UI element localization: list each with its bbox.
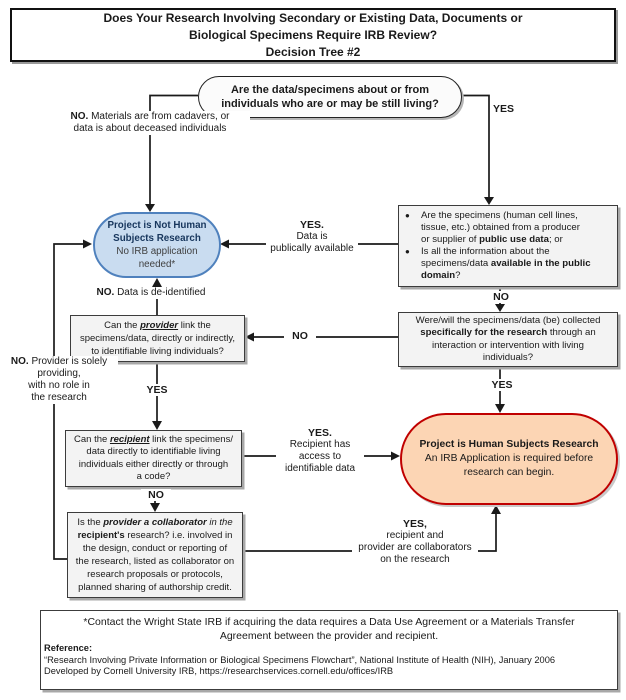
- recipient-link-question-box: Can the recipient link the specimens/ da…: [65, 430, 242, 487]
- bullet2-line2: specimens/data available in the public: [421, 258, 591, 269]
- label-no-cadavers: NO. Materials are from cadavers, or data…: [50, 111, 250, 135]
- provider-box-line2: specimens/data, directly or indirectly,: [79, 333, 236, 344]
- not-human-subjects-oval: Project is Not Human Subjects Research N…: [93, 212, 221, 278]
- connector-start-no-left: [149, 94, 198, 205]
- label-yes-collected: YES: [486, 379, 518, 391]
- human-subjects-oval: Project is Human Subjects Research An IR…: [400, 413, 618, 505]
- footer-note-box: *Contact the Wright State IRB if acquiri…: [40, 610, 618, 690]
- label-no-deidentified: NO. Data is de-identified: [76, 287, 226, 299]
- label-no-recipient: NO: [141, 489, 171, 501]
- arrowhead-into-hsr-top: [495, 404, 505, 413]
- arrowhead-into-nothsr-right: [220, 239, 229, 249]
- hsr-sub-line1: An IRB Application is required before: [424, 453, 594, 464]
- collab-box-line2: recipient's research? i.e. involved in: [77, 530, 233, 541]
- collected-box-line4: individuals?: [482, 352, 534, 363]
- bullet2-line1: Is all the information about the: [421, 246, 550, 257]
- provider-box-line3: to identifiable living individuals?: [91, 346, 224, 357]
- arrowhead-into-hsr-bottom: [491, 505, 501, 514]
- collab-box-line1: Is the provider a collaborator in the: [77, 517, 233, 528]
- collab-box-line6: planned sharing of authorship credit.: [78, 582, 232, 593]
- label-yes-top: YES: [493, 103, 523, 115]
- bullet-item-2: ● Is all the information about the speci…: [403, 246, 591, 282]
- connector-start-yes-right: [462, 94, 490, 198]
- title-line-2: Biological Specimens Require IRB Review?: [188, 27, 438, 42]
- connector-collab-yes-up: [243, 514, 497, 552]
- bullet-icon: ●: [405, 211, 410, 220]
- bullet1-line1: Are the specimens (human cell lines,: [421, 210, 578, 221]
- arrowhead-into-provider-box: [245, 332, 254, 342]
- arrowhead-into-recipient-box: [152, 421, 162, 430]
- bullet2-line3: domain?: [421, 270, 461, 281]
- collab-box-line4: the research, listed as collaborator on: [75, 556, 235, 567]
- public-use-question-box: ● Are the specimens (human cell lines, t…: [398, 205, 618, 287]
- hsr-title: Project is Human Subjects Research: [419, 439, 599, 450]
- title-line-3: Decision Tree #2: [265, 44, 361, 59]
- provider-box-line1: Can the provider link the: [104, 320, 211, 331]
- arrowhead-into-hsr-left: [391, 451, 400, 461]
- collected-specifically-question-box: Were/will the specimens/data (be) collec…: [398, 312, 618, 367]
- label-no-provider-link: NO: [284, 330, 316, 342]
- reference-line-1: “Research Involving Private Information …: [44, 654, 556, 665]
- not-hsr-title-line2: Subjects Research: [113, 233, 201, 244]
- start-question-line-2: individuals who are or may be still livi…: [221, 98, 439, 110]
- reference-label: Reference:: [44, 643, 93, 653]
- hsr-sub-line2: research can begin.: [463, 467, 555, 478]
- start-question-line-1: Are the data/specimens about or from: [230, 84, 430, 96]
- label-yes-collaborators: YES, recipient and provider are collabor…: [352, 518, 478, 566]
- arrowhead-into-nothsr-top: [145, 204, 155, 212]
- arrowhead-into-collected-box: [495, 304, 505, 312]
- reference-line-2: Developed by Cornell University IRB, htt…: [44, 666, 394, 676]
- not-hsr-title-line1: Project is Not Human: [107, 220, 207, 231]
- arrowhead-into-collab-box: [150, 503, 160, 512]
- collaborator-question-box: Is the provider a collaborator in the re…: [67, 512, 243, 598]
- label-no-provider-solely: NO. Provider is solely providing, with n…: [0, 356, 118, 404]
- bullet1-line2: tissue, etc.) obtained from a producer: [421, 222, 580, 233]
- title-box: Does Your Research Involving Secondary o…: [10, 8, 616, 62]
- recipient-box-line3: individuals either directly or through: [78, 458, 229, 470]
- bullet-icon: ●: [405, 247, 410, 256]
- collected-box-line1: Were/will the specimens/data (be) collec…: [415, 314, 601, 326]
- collab-box-line5: research proposals or protocols,: [87, 569, 223, 580]
- not-hsr-sub-line1: No IRB application: [116, 246, 198, 257]
- title-line-1: Does Your Research Involving Secondary o…: [103, 10, 523, 25]
- arrowhead-into-nothsr-left: [83, 239, 92, 249]
- arrowhead-into-nothsr-bottom: [152, 278, 162, 287]
- collected-box-line3: interaction or intervention with living: [432, 339, 584, 351]
- label-yes-recipient-access: YES. Recipient has access to identifiabl…: [276, 427, 364, 475]
- collected-box-line2: specifically for the research through an: [420, 327, 596, 338]
- bullet-item-1: ● Are the specimens (human cell lines, t…: [403, 210, 580, 246]
- label-yes-publicly-available: YES. Data is publically available: [266, 219, 358, 255]
- recipient-box-line1: Can the recipient link the specimens/: [74, 433, 233, 445]
- label-yes-provider: YES: [140, 384, 174, 396]
- contact-note: *Contact the Wright State IRB if acquiri…: [83, 616, 575, 642]
- recipient-box-line4: a code?: [136, 471, 171, 482]
- recipient-box-line2: data directly to identifiable living: [86, 446, 221, 457]
- arrowhead-into-public-box: [484, 197, 494, 205]
- provider-link-question-box: Can the provider link the specimens/data…: [70, 315, 245, 362]
- bullet1-line3: or supplier of public use data; or: [421, 234, 563, 245]
- not-hsr-sub-line2: needed*: [138, 259, 176, 270]
- label-no-between-boxes: NO: [488, 291, 514, 303]
- reference-section: Reference: “Research Involving Private I…: [44, 643, 614, 678]
- collab-box-line3: the design, conduct or reporting of: [82, 543, 228, 554]
